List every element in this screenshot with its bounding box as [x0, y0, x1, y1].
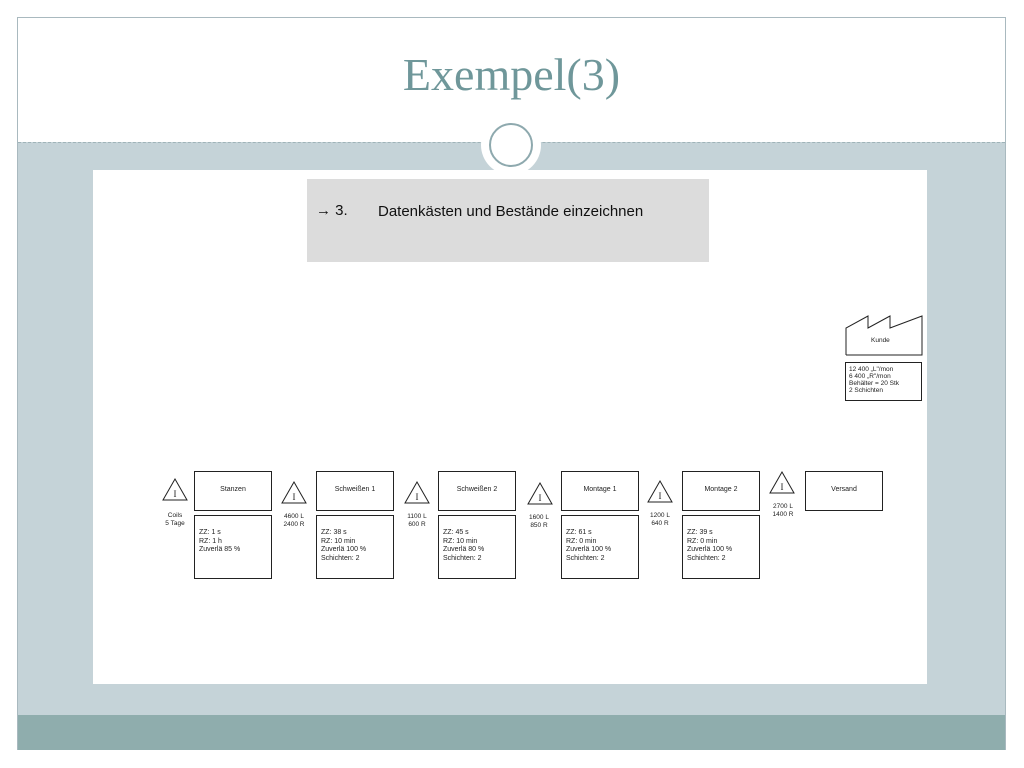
data-line: RZ: 1 h — [199, 537, 222, 545]
inventory-triangle-icon — [647, 479, 673, 503]
inventory-symbol: I — [293, 492, 296, 502]
data-line: ZZ: 1 s — [199, 529, 221, 536]
inventory-triangle-icon — [281, 480, 307, 504]
process-box-versand: Versand — [805, 471, 883, 511]
process-box-montage-1: Montage 1 — [561, 471, 639, 511]
inventory-label-coils: Coils 5 Tage — [155, 512, 195, 527]
step-number: → 3. — [316, 202, 348, 219]
process-data-box-montage-2: ZZ: 39 s RZ: 0 min Zuverlä 100 % Schicht… — [682, 515, 760, 579]
data-line: ZZ: 38 s — [321, 529, 347, 536]
inventory-triangle-icon — [769, 470, 795, 494]
process-name: Montage 2 — [704, 486, 738, 493]
inventory-label-5: 2700 L 1400 R — [763, 503, 803, 518]
process-data-box-schweissen-1: ZZ: 38 s RZ: 10 min Zuverlä 100 % Schich… — [316, 515, 394, 579]
data-line: ZZ: 61 s — [566, 529, 592, 536]
customer-data-box: 12 400 „L"/mon 6 400 „R"/mon Behälter = … — [845, 362, 922, 401]
inventory-symbol: I — [416, 492, 419, 502]
inventory-triangle-icon — [162, 477, 188, 501]
data-line: ZZ: 39 s — [687, 529, 713, 536]
ring-ornament-icon — [489, 123, 533, 167]
data-line: RZ: 0 min — [687, 537, 718, 545]
process-name: Stanzen — [220, 486, 246, 493]
customer-data-line: Behälter = 20 Stk — [849, 380, 900, 387]
process-box-schweissen-2: Schweißen 2 — [438, 471, 516, 511]
inventory-line: 2400 R — [283, 520, 305, 528]
inventory-symbol: I — [539, 493, 542, 503]
data-line: RZ: 10 min — [321, 537, 356, 545]
inventory-line: 850 R — [530, 521, 548, 529]
process-name: Versand — [831, 486, 857, 493]
data-line: Schichten: 2 — [443, 554, 482, 562]
inventory-line: 600 R — [408, 520, 426, 528]
inventory-line: 1200 L — [650, 512, 670, 519]
process-box-montage-2: Montage 2 — [682, 471, 760, 511]
data-line: RZ: 0 min — [566, 537, 597, 545]
data-line: Schichten: 2 — [321, 554, 360, 562]
inventory-line: Coils — [167, 512, 183, 519]
step-callout — [307, 179, 709, 262]
customer-label: Kunde — [871, 337, 890, 344]
customer-factory-icon — [845, 315, 923, 356]
slide-title: Exempel(3) — [402, 49, 621, 100]
inventory-line: 640 R — [651, 519, 669, 527]
inventory-triangle-icon — [527, 481, 553, 505]
inventory-label-3: 1600 L 850 R — [519, 514, 559, 529]
customer-data-line: 6 400 „R"/mon — [849, 373, 891, 380]
data-line: Schichten: 2 — [687, 554, 726, 562]
process-data-box-montage-1: ZZ: 61 s RZ: 0 min Zuverlä 100 % Schicht… — [561, 515, 639, 579]
inventory-symbol: I — [659, 491, 662, 501]
bottom-bar — [18, 715, 1005, 750]
inventory-triangle-icon — [404, 480, 430, 504]
customer-data-line: 12 400 „L"/mon — [849, 366, 894, 373]
customer-data-line: 2 Schichten — [849, 387, 883, 394]
inventory-label-2: 1100 L 600 R — [397, 513, 437, 528]
inventory-line: 5 Tage — [165, 519, 185, 527]
data-line: Schichten: 2 — [566, 554, 605, 562]
data-line: Zuverlä 85 % — [199, 546, 241, 553]
data-line: Zuverlä 100 % — [566, 546, 612, 553]
inventory-line: 1600 L — [529, 514, 549, 521]
inventory-line: 4600 L — [284, 513, 304, 520]
inventory-line: 2700 L — [773, 503, 793, 510]
process-box-schweissen-1: Schweißen 1 — [316, 471, 394, 511]
data-line: RZ: 10 min — [443, 537, 478, 545]
process-name: Schweißen 2 — [456, 486, 498, 493]
data-line: Zuverlä 100 % — [321, 546, 367, 553]
process-data-box-schweissen-2: ZZ: 45 s RZ: 10 min Zuverlä 80 % Schicht… — [438, 515, 516, 579]
process-data-box-stanzen: ZZ: 1 s RZ: 1 h Zuverlä 85 % — [194, 515, 272, 579]
inventory-symbol: I — [781, 482, 784, 492]
data-line: Zuverlä 100 % — [687, 546, 733, 553]
data-line: Zuverlä 80 % — [443, 546, 485, 553]
data-line: ZZ: 45 s — [443, 529, 469, 536]
inventory-label-1: 4600 L 2400 R — [274, 513, 314, 528]
inventory-symbol: I — [174, 489, 177, 499]
step-description: Datenkästen und Bestände einzeichnen — [378, 203, 644, 220]
inventory-label-4: 1200 L 640 R — [640, 512, 680, 527]
process-box-stanzen: Stanzen — [194, 471, 272, 511]
process-name: Montage 1 — [583, 486, 617, 493]
inventory-line: 1100 L — [407, 513, 427, 520]
process-name: Schweißen 1 — [334, 486, 376, 493]
inventory-line: 1400 R — [772, 510, 794, 518]
